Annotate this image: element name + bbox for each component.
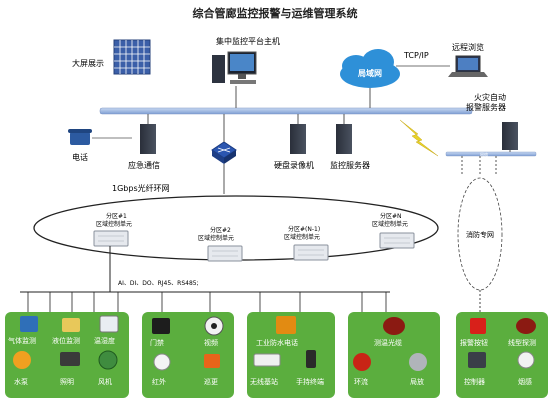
control-unit-n: 分区#N 区域控制单元: [372, 212, 415, 249]
access-control-icon: [152, 318, 170, 334]
patrol-icon: [204, 354, 220, 368]
control-unit-1: 分区#1 区域控制单元: [93, 212, 132, 247]
fire-network-ring: [457, 177, 503, 291]
fire-group: 报警按钮 线型探测 控制器 烟感: [460, 318, 536, 386]
fire-server-label-1: 火灾自动: [474, 92, 506, 102]
control-unit-box: [293, 244, 329, 261]
pump-icon: [13, 351, 31, 369]
fire-network-label: 消防专网: [466, 230, 494, 239]
main-network-bus: [99, 107, 473, 115]
phone-label: 电话: [72, 152, 88, 162]
env-group: 气体监测 液位监测 温湿度 水泵 照明 风机: [8, 315, 119, 386]
big-screen-label: 大屏展示: [72, 58, 104, 68]
laptop-icon: [448, 55, 488, 77]
handheld-icon: [306, 350, 316, 368]
control-unit-name: 区域控制单元: [96, 220, 132, 228]
lan-cloud-icon: [340, 49, 400, 88]
diagram-title: 综合管廊监控报警与运维管理系统: [193, 6, 358, 20]
host-computer-icon: [212, 51, 257, 84]
fire-server-icon: [502, 122, 518, 150]
control-unit-name: 区域控制单元: [284, 233, 320, 241]
security-item-label: 巡更: [204, 377, 218, 386]
wireless-lightning-icon: [399, 119, 439, 157]
cable-item-label: 环流: [354, 377, 368, 386]
fire-item-label: 线型探测: [508, 338, 536, 347]
control-unit-2: 分区#2 区域控制单元: [198, 226, 243, 262]
emergency-server-icon: [140, 124, 156, 154]
control-unit-zone: 分区#1: [106, 212, 127, 220]
smoke-detector-icon: [517, 351, 535, 369]
fire-network-bus: [445, 151, 537, 157]
host-label: 集中监控平台主机: [216, 36, 280, 46]
comm-group-panel: [247, 312, 335, 398]
alarm-button-icon: [470, 318, 486, 334]
dvr-server-icon: [290, 124, 306, 154]
partial-discharge-icon: [409, 353, 427, 371]
router-icon: [211, 141, 237, 164]
fire-bus-label: 网络: [480, 151, 488, 157]
control-unit-zone: 分区#2: [210, 226, 231, 234]
remote-label: 远程浏览: [452, 42, 484, 52]
temp-cable-icon: [383, 317, 405, 335]
comm-item-label: 无线基站: [250, 377, 278, 386]
dvr-label: 硬盘录像机: [274, 160, 314, 170]
control-unit-box: [379, 232, 415, 249]
comm-item-label: 工业防水电话: [256, 338, 298, 347]
security-item-label: 门禁: [150, 338, 164, 347]
env-item-label: 温湿度: [94, 336, 115, 345]
control-unit-box: [93, 230, 129, 247]
env-item-label: 液位监测: [52, 336, 80, 345]
control-unit-n-1: 分区#(N-1) 区域控制单元: [284, 225, 329, 261]
emergency-label: 应急通信: [128, 160, 160, 170]
infrared-icon: [153, 353, 171, 371]
phone-icon: [68, 129, 92, 145]
ring-label: 1Gbps光纤环网: [112, 183, 170, 193]
lan-label: 局域网: [357, 68, 382, 78]
env-item-label: 风机: [98, 377, 112, 386]
monitor-server-label: 监控服务器: [330, 160, 370, 170]
control-unit-zone: 分区#(N-1): [288, 225, 320, 233]
wireless-base-icon: [253, 353, 281, 367]
io-label: AI、DI、DO、RJ45、RS485;: [118, 280, 199, 287]
linear-detector-icon: [516, 318, 536, 334]
env-item-label: 水泵: [14, 377, 28, 386]
cable-group-panel: [348, 312, 440, 398]
control-unit-name: 区域控制单元: [198, 234, 234, 242]
cable-item-label: 测温光缆: [374, 338, 402, 347]
temp-humidity-icon: [99, 315, 119, 333]
controller-icon: [468, 352, 486, 368]
fire-item-label: 烟感: [518, 377, 532, 386]
monitor-server-icon: [336, 124, 352, 154]
security-item-label: 视频: [204, 338, 218, 347]
fire-item-label: 报警按钮: [460, 338, 488, 347]
gas-detector-icon: [20, 316, 38, 332]
protocol-label: TCP/IP: [403, 51, 429, 60]
circulation-icon: [353, 353, 371, 371]
env-item-label: 气体监测: [8, 336, 36, 345]
fire-server-label-2: 报警服务器: [466, 102, 506, 112]
cable-group: 测温光缆 环流 局放: [353, 317, 427, 386]
big-screen-icon: [113, 39, 151, 75]
env-item-label: 照明: [60, 378, 74, 386]
light-icon: [60, 352, 80, 366]
fire-item-label: 控制器: [464, 377, 485, 386]
comm-item-label: 手持终端: [296, 377, 324, 386]
comm-group: 工业防水电话 无线基站 手持终端: [250, 316, 324, 386]
level-sensor-icon: [62, 318, 80, 332]
control-unit-name: 区域控制单元: [372, 220, 408, 228]
waterproof-phone-icon: [276, 316, 296, 334]
control-unit-zone: 分区#N: [380, 212, 402, 220]
control-unit-box: [207, 245, 243, 262]
security-group: 门禁 视频 红外 巡更: [150, 316, 224, 386]
fan-icon: [98, 350, 118, 370]
security-item-label: 红外: [152, 377, 166, 386]
io-drops: [27, 292, 387, 312]
cable-item-label: 局放: [410, 377, 424, 386]
